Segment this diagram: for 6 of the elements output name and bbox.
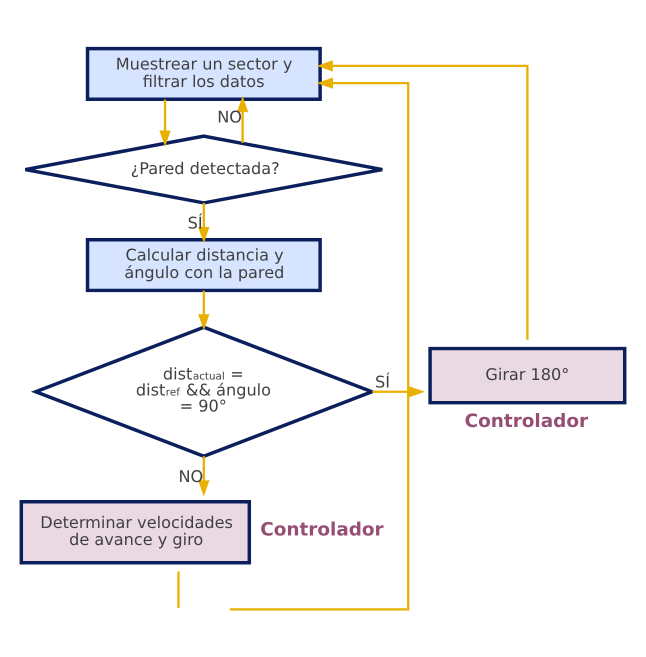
edge-label: SÍ [374,372,390,391]
node-label: Controlador [464,410,588,432]
edge-label: NO [217,107,242,126]
edge-label: SÍ [188,212,203,232]
node-label: Controlador [260,518,384,540]
edge-label: NO [178,466,204,486]
